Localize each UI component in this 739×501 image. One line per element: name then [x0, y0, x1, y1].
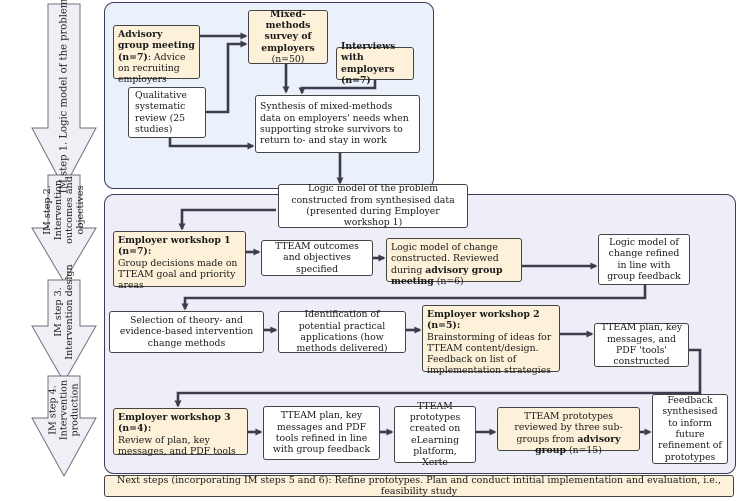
box-prototypes-created: TTEAM prototypes created on eLearning pl… — [394, 401, 476, 468]
box-practical-applications: Identification of potential practical ap… — [278, 309, 406, 354]
arrow-interviews-synthesis — [298, 80, 377, 95]
step4-arrow — [31, 375, 97, 478]
arrow-review-survey — [206, 40, 248, 114]
box-logic-model-refined: Logic model of change refined in line wi… — [598, 234, 690, 285]
box-employer-workshop-1: Employer workshop 1 (n=7):Group decision… — [113, 231, 246, 291]
box-employer-workshop-2: Employer workshop 2 (n=5):Brainstorming … — [422, 305, 560, 376]
box-prototypes-reviewed: TTEAM prototypes reviewed by three sub-g… — [497, 407, 640, 456]
next-steps-bar: Next steps (incorporating IM steps 5 and… — [104, 475, 734, 497]
arrow-refined-theory — [181, 285, 647, 311]
box-employer-workshop-3: Employer workshop 3 (n=4):Review of plan… — [113, 408, 248, 457]
arrow-logic-workshop1 — [178, 208, 276, 231]
box-synthesis: Synthesis of mixed-methods data on emplo… — [255, 95, 420, 153]
step3-arrow — [31, 279, 97, 384]
box-interviews: Interviews with employers (n=7) — [336, 41, 414, 86]
step1-arrow — [31, 3, 97, 190]
box-feedback-synthesised: Feedback synthesised to inform future re… — [652, 394, 728, 464]
box-theory-methods: Selection of theory- and evidence-based … — [109, 311, 264, 353]
step2-arrow — [31, 174, 97, 283]
box-plan-constructed: TTEAM plan, key messages, and PDF 'tools… — [594, 322, 689, 367]
box-mixed-methods-survey: Mixed-methods survey of employers(n=50) — [248, 9, 328, 65]
box-outcomes-objectives: TTEAM outcomes and objectives specified — [261, 240, 373, 276]
box-logic-model-problem: Logic model of the problem constructed f… — [278, 183, 468, 228]
box-plan-refined: TTEAM plan, key messages and PDF tools r… — [263, 406, 380, 460]
arrow-plan-w3 — [174, 348, 702, 408]
box-advisory-group-meeting: Advisory group meeting (n=7): Advice on … — [113, 25, 200, 85]
box-systematic-review: Qualitative systematic review (25 studie… — [128, 87, 206, 138]
arrow-review-synthesis — [168, 138, 255, 150]
box-logic-model-change: Logic model of change constructed. Revie… — [386, 238, 522, 287]
